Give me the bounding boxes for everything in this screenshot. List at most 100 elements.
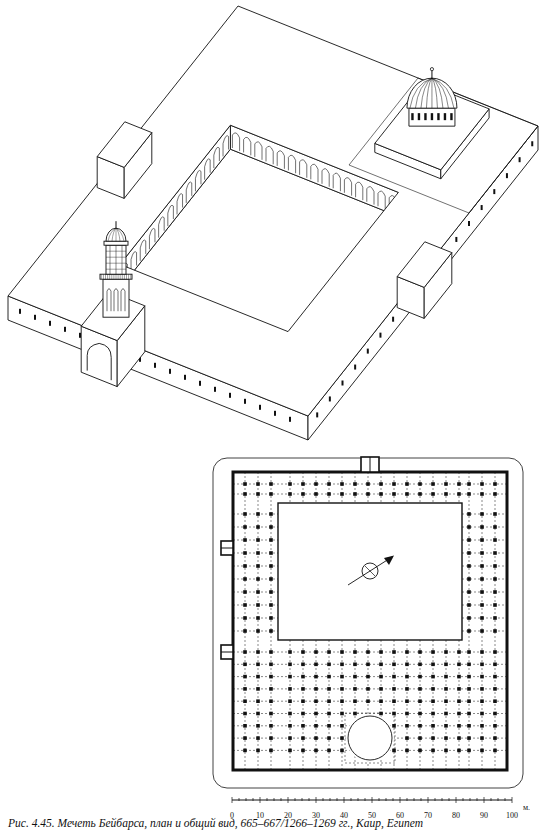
scale-tick <box>253 798 254 801</box>
pier <box>288 687 292 691</box>
pier <box>314 482 318 486</box>
balcony-rail <box>128 274 129 279</box>
pier <box>327 724 331 728</box>
pier <box>243 663 247 667</box>
block-top <box>97 122 152 168</box>
pier <box>418 687 422 691</box>
pier <box>256 724 260 728</box>
pier <box>340 492 344 496</box>
scale-tick <box>351 798 352 801</box>
pier <box>288 749 292 753</box>
pier <box>314 749 318 753</box>
pier <box>444 675 448 679</box>
pier <box>256 675 260 679</box>
arcade-arch <box>367 187 374 205</box>
pier <box>353 663 357 667</box>
pier <box>327 650 331 654</box>
arcade-line <box>459 472 460 503</box>
pier <box>256 749 260 753</box>
arcade-line <box>368 472 369 503</box>
north-arrow <box>348 557 392 585</box>
pier <box>467 712 471 716</box>
pier <box>269 616 273 620</box>
pier <box>457 712 461 716</box>
arcade-arch <box>333 173 340 191</box>
pier <box>269 699 273 703</box>
pier <box>457 749 461 753</box>
pier <box>301 492 305 496</box>
pier <box>480 512 484 516</box>
drum-window <box>431 113 433 120</box>
minaret-cornice <box>104 241 128 245</box>
pier <box>493 551 497 555</box>
scale-tick <box>393 798 394 801</box>
pier <box>314 492 318 496</box>
pier <box>480 687 484 691</box>
scale-tick <box>372 797 373 803</box>
pier <box>269 712 273 716</box>
balcony-rail <box>126 274 127 279</box>
dome-drum <box>409 108 455 126</box>
pier <box>493 687 497 691</box>
pier <box>269 749 273 753</box>
axonometric-view <box>8 6 538 440</box>
pier <box>418 749 422 753</box>
pier <box>480 603 484 607</box>
pier <box>431 687 435 691</box>
minaret-finial <box>116 221 117 228</box>
pier <box>457 675 461 679</box>
scale-tick <box>274 798 275 801</box>
scale-tick <box>400 797 401 803</box>
scale-tick <box>505 798 506 801</box>
arcade-arch <box>344 178 351 196</box>
pier <box>269 675 273 679</box>
pier <box>493 512 497 516</box>
window-slit <box>229 393 231 398</box>
pier <box>353 699 357 703</box>
pier <box>480 492 484 496</box>
pier <box>314 724 318 728</box>
pier <box>340 749 344 753</box>
scale-tick <box>365 798 366 801</box>
arcade-line <box>342 472 343 503</box>
pier <box>467 482 471 486</box>
pier <box>444 663 448 667</box>
minaret-niche <box>107 289 111 312</box>
pier <box>256 616 260 620</box>
drum-window <box>411 113 413 120</box>
pier <box>480 724 484 728</box>
pier <box>467 675 471 679</box>
pier <box>256 577 260 581</box>
minaret-shaft <box>103 279 129 317</box>
scale-tick <box>421 798 422 801</box>
pier <box>493 482 497 486</box>
pier <box>418 650 422 654</box>
arcade-arch <box>311 164 318 182</box>
pier <box>379 687 383 691</box>
scale-tick <box>260 797 261 803</box>
pier <box>457 663 461 667</box>
balcony-rail <box>109 274 110 279</box>
scale-number: 90 <box>480 811 488 820</box>
octagon-edge <box>110 245 111 274</box>
arcade-line <box>233 484 507 485</box>
pier <box>480 538 484 542</box>
scale-tick <box>323 798 324 801</box>
drum-window <box>444 113 446 120</box>
window-slit <box>379 333 381 338</box>
pier <box>314 687 318 691</box>
scale-tick <box>295 798 296 801</box>
pier <box>480 629 484 633</box>
pier <box>256 712 260 716</box>
pier <box>493 564 497 568</box>
portal-passage <box>221 548 233 549</box>
pier <box>256 663 260 667</box>
scale-tick <box>435 798 436 801</box>
arcade-arch <box>356 182 363 200</box>
arcade-line <box>233 664 507 665</box>
pier <box>327 699 331 703</box>
pier <box>405 724 409 728</box>
balcony-rail <box>116 274 117 279</box>
pier <box>327 675 331 679</box>
balcony-rail <box>122 274 123 279</box>
